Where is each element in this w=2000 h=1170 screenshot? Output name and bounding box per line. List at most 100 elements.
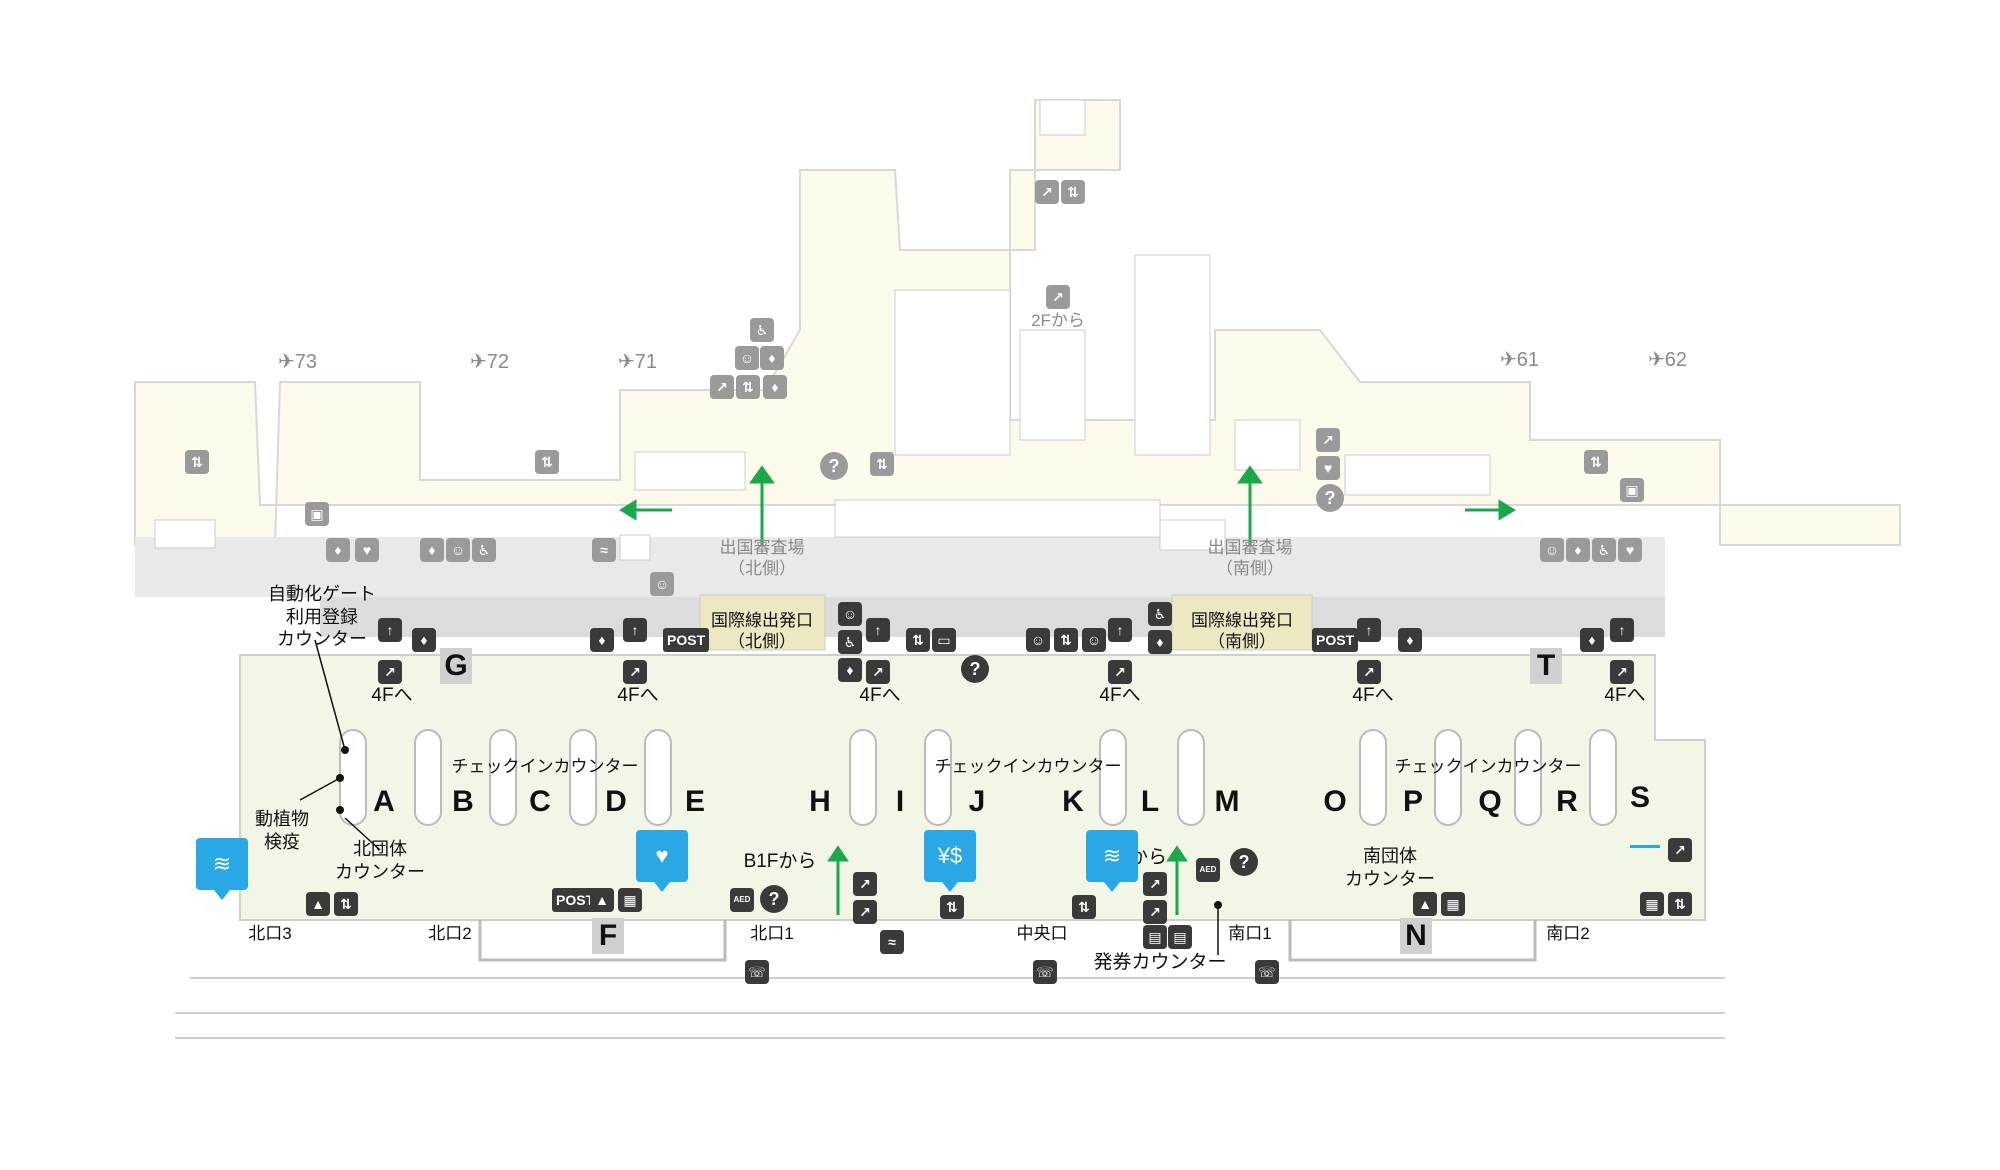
baggage-icon: ▲ xyxy=(306,892,330,916)
room xyxy=(154,519,216,549)
zone-i: I xyxy=(895,785,905,818)
elevator-icon: ⇅ xyxy=(1054,628,1078,652)
restroom-icon: ♦ xyxy=(420,538,444,562)
ticket-machine-icon: ▤ xyxy=(1168,925,1192,949)
entrance-frame-f xyxy=(478,920,727,962)
elevator-icon: ⇅ xyxy=(1584,450,1608,474)
baggage-icon: ▲ xyxy=(590,888,614,912)
aed-icon: AED xyxy=(1196,858,1220,882)
ticket-machine-icon: ▤ xyxy=(1143,925,1167,949)
zone-g: G xyxy=(440,648,472,684)
departure-north-label: 国際線出発口 （北側） xyxy=(711,611,813,652)
elevator-icon: ⇅ xyxy=(334,892,358,916)
escalator-icon: ↗ xyxy=(1035,180,1059,204)
up-arrow-icon: ↑ xyxy=(623,618,647,642)
gate-73-label: ✈73 xyxy=(278,352,317,372)
to-4f-label-6: 4Fへ xyxy=(1604,685,1646,706)
exit-south-1: 南口1 xyxy=(1228,924,1272,943)
from-label: から xyxy=(1128,847,1168,868)
baggage-icon: ▲ xyxy=(1413,892,1437,916)
emigration-north-label: 出国審査場 （北側） xyxy=(719,538,805,579)
person-icon: ☺ xyxy=(650,572,674,596)
gate-62-number: 62 xyxy=(1664,349,1688,371)
up-arrow-icon: ↑ xyxy=(1610,618,1634,642)
airside-area xyxy=(134,99,1901,546)
zone-h: H xyxy=(809,785,831,818)
plane-icon: ✈ xyxy=(1500,349,1517,371)
departure-south-label: 国際線出発口 （南側） xyxy=(1191,611,1293,652)
zone-p: P xyxy=(1402,785,1424,818)
zone-n: N xyxy=(1400,918,1432,954)
information-icon: ? xyxy=(961,655,989,683)
wheelchair-icon: ♿ xyxy=(1592,538,1616,562)
restroom-icon: ♦ xyxy=(1566,538,1590,562)
plane-icon: ✈ xyxy=(278,351,295,373)
escalator-icon: ↗ xyxy=(853,872,877,896)
from-b1f-label: B1Fから xyxy=(743,851,817,872)
room xyxy=(834,499,1161,538)
smoking-icon: ≈ xyxy=(880,930,904,954)
restroom-icon: ♦ xyxy=(1398,628,1422,652)
information-icon: ? xyxy=(1230,848,1258,876)
zone-r: R xyxy=(1556,785,1578,818)
exit-central: 中央口 xyxy=(1016,924,1068,943)
wheelchair-icon: ♿ xyxy=(838,630,862,654)
information-icon: ? xyxy=(760,885,788,913)
zone-a: A xyxy=(373,785,395,818)
checkin-label-2: チェックインカウンター xyxy=(934,757,1122,776)
zone-q: Q xyxy=(1478,785,1502,818)
baby-icon: ☺ xyxy=(446,538,470,562)
checkin-label-1: チェックインカウンター xyxy=(451,757,639,776)
green-arrows xyxy=(619,465,1516,915)
exit-north-1: 北口1 xyxy=(750,924,794,943)
escalator-icon: ↗ xyxy=(378,660,402,684)
landside-floor xyxy=(239,654,1706,921)
elevator-icon: ⇅ xyxy=(736,375,760,399)
departure-gate-south-box xyxy=(1171,594,1313,651)
gate-73-number: 73 xyxy=(294,351,318,373)
room xyxy=(634,451,746,491)
up-arrow-icon: ↑ xyxy=(378,618,402,642)
wifi-icon: ≋ xyxy=(196,838,248,900)
emigration-south-label: 出国審査場 （南側） xyxy=(1207,538,1293,579)
room xyxy=(1159,519,1226,551)
room xyxy=(1019,329,1086,441)
zone-t: T xyxy=(1530,648,1562,684)
escalator-icon: ↗ xyxy=(853,900,877,924)
restroom-icon: ♦ xyxy=(590,628,614,652)
elevator-icon: ⇅ xyxy=(535,450,559,474)
to-4f-label-5: 4Fへ xyxy=(1352,685,1394,706)
room xyxy=(1134,254,1211,456)
heart-icon: ♥ xyxy=(636,830,688,892)
information-icon: ? xyxy=(820,452,848,480)
callout-lines xyxy=(299,639,1219,955)
escalator-icon: ↗ xyxy=(623,660,647,684)
aed-icon: AED xyxy=(730,888,754,912)
exit-north-2: 北口2 xyxy=(428,924,472,943)
wifi-icon: ≋ xyxy=(1086,830,1138,892)
smoking-icon: ≈ xyxy=(592,538,616,562)
to-4f-label-2: 4Fへ xyxy=(617,685,659,706)
elevator-icon: ⇅ xyxy=(185,450,209,474)
room xyxy=(1039,99,1086,136)
lounge-icon: ▣ xyxy=(1620,478,1644,502)
up-arrow-icon: ↑ xyxy=(1357,618,1381,642)
blue-arrow xyxy=(1630,845,1660,848)
emigration-band xyxy=(135,537,1665,597)
elevator-icon: ⇅ xyxy=(870,452,894,476)
gate-72-label: ✈72 xyxy=(470,352,509,372)
gate-61-number: 61 xyxy=(1516,349,1540,371)
family-icon: ☺ xyxy=(1026,628,1050,652)
zone-f: F xyxy=(592,918,624,954)
restroom-icon: ♦ xyxy=(760,346,784,370)
emigration-band-inner xyxy=(320,597,1665,637)
zone-b: B xyxy=(452,785,474,818)
zone-l: L xyxy=(1140,785,1160,818)
south-group-counter-label: 南団体 カウンター xyxy=(1345,846,1435,889)
zone-o: O xyxy=(1323,785,1347,818)
plane-icon: ✈ xyxy=(618,351,635,373)
elevator-icon: ⇅ xyxy=(906,628,930,652)
aed-icon: ♥ xyxy=(1316,456,1340,480)
quarantine-label: 動植物 検疫 xyxy=(255,809,309,852)
